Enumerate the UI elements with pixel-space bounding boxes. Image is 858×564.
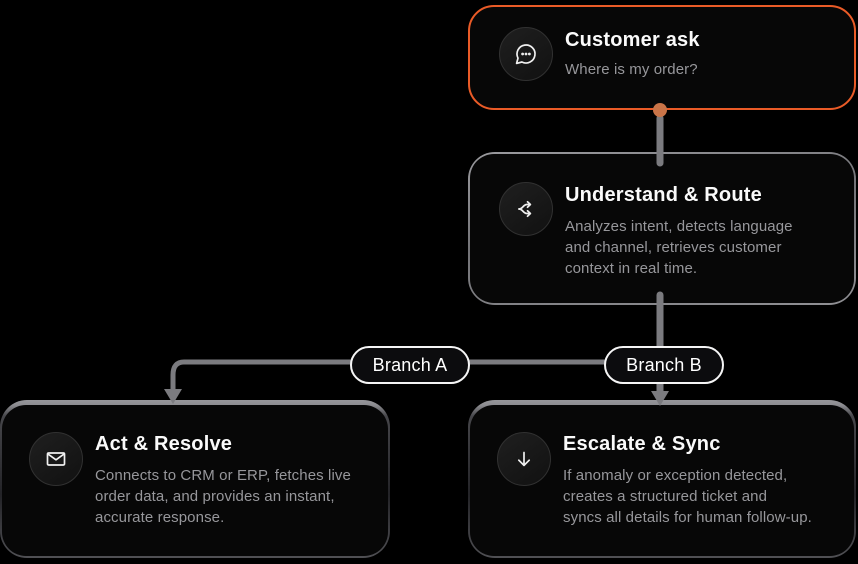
mail-icon xyxy=(29,432,83,486)
node-act-resolve: Act & Resolve Connects to CRM or ERP, fe… xyxy=(0,400,390,558)
node-description: Analyzes intent, detects language and ch… xyxy=(565,218,793,277)
split-route-icon xyxy=(499,182,553,236)
node-description: Connects to CRM or ERP, fetches live ord… xyxy=(95,467,351,526)
node-customer-ask: Customer ask Where is my order? xyxy=(468,5,856,110)
branch-a-text: Branch A xyxy=(372,354,448,375)
branch-b-text: Branch B xyxy=(626,354,702,375)
node-escalate-sync: Escalate & Sync If anomaly or exception … xyxy=(468,400,856,558)
branch-a-label: Branch A xyxy=(350,346,470,384)
node-title: Understand & Route xyxy=(565,184,762,206)
branch-b-label: Branch B xyxy=(604,346,724,384)
node-title: Customer ask xyxy=(565,29,700,51)
node-title: Act & Resolve xyxy=(95,433,233,455)
chat-bubble-icon xyxy=(499,27,553,81)
node-description: If anomaly or exception detected, create… xyxy=(563,467,812,526)
node-title: Escalate & Sync xyxy=(563,433,721,455)
arrow-down-icon xyxy=(497,432,551,486)
node-description: Where is my order? xyxy=(565,61,698,78)
node-understand-route: Understand & Route Analyzes intent, dete… xyxy=(468,152,856,305)
